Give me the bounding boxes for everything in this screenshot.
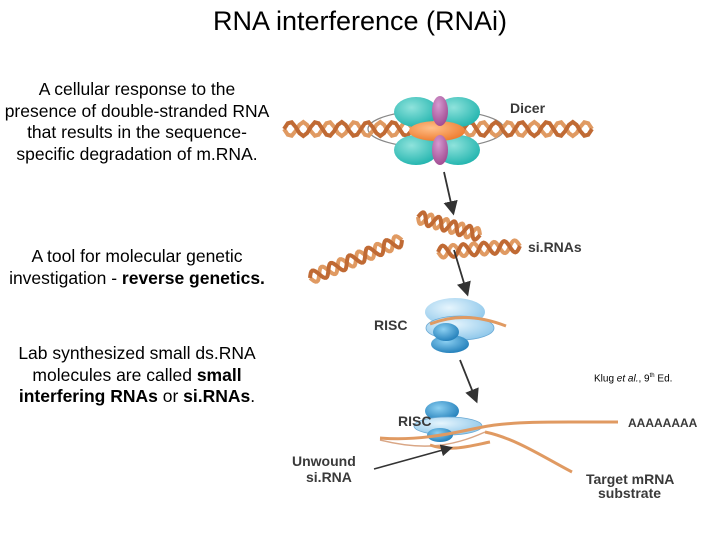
- target-label-2: substrate: [598, 485, 661, 501]
- citation-sep: , 9: [638, 373, 650, 385]
- sirnas-label: si.RNAs: [528, 239, 582, 255]
- arrow-sirna-to-risc: [453, 249, 471, 297]
- tool-text-bold: reverse genetics.: [121, 267, 265, 288]
- dicer-enzyme: [394, 96, 480, 165]
- sirna-text-bold-1: small interfering RNAs: [18, 364, 242, 407]
- sirna-fragment-3: [436, 238, 522, 260]
- citation-author: Klug: [594, 373, 617, 385]
- citation-etal: et al.: [616, 373, 639, 385]
- dicer-label: Dicer: [510, 100, 546, 116]
- citation-edition: Ed.: [654, 373, 673, 385]
- sirna-text: Lab synthesized small ds.RNA molecules a…: [4, 343, 270, 408]
- citation-sup: th: [649, 373, 655, 379]
- sirna-text-plain-3: .: [250, 386, 256, 406]
- target-mrna: [379, 420, 618, 474]
- risc-complex-top: [425, 298, 507, 353]
- arrow-risc-to-target: [459, 359, 479, 404]
- sirna-fragment-1: [416, 210, 482, 242]
- unwound-label-2: si.RNA: [306, 469, 352, 485]
- unwound-sirna: [429, 440, 491, 450]
- definition-text: A cellular response to the presence of d…: [4, 79, 270, 164]
- target-label-1: Target mRNA: [586, 471, 674, 487]
- sirna-text-plain-2: or: [157, 386, 184, 406]
- sirna-text-bold-2: si.RNAs: [183, 386, 251, 406]
- sirna-text-plain-1: Lab synthesized small ds.RNA molecules a…: [18, 343, 256, 385]
- risc-label-top: RISC: [374, 317, 407, 333]
- risc-label-bottom: RISC: [398, 413, 431, 429]
- slide-title: RNA interference (RNAi): [212, 6, 508, 36]
- arrow-unwound: [373, 444, 453, 470]
- tool-text-plain: A tool for molecular genetic investigati…: [9, 246, 243, 288]
- unwound-label-1: Unwound: [292, 453, 356, 469]
- rnai-pathway-diagram: Dicer si.RNAs RISC RISC AAAAAAAA: [282, 96, 698, 501]
- tool-text: A tool for molecular genetic investigati…: [4, 246, 270, 289]
- polya-tail-label: AAAAAAAA: [628, 416, 698, 430]
- citation: Klug et al., 9th Ed.: [594, 373, 672, 384]
- sirna-fragment-2: [308, 234, 404, 284]
- arrow-dicer-to-sirna: [443, 171, 458, 216]
